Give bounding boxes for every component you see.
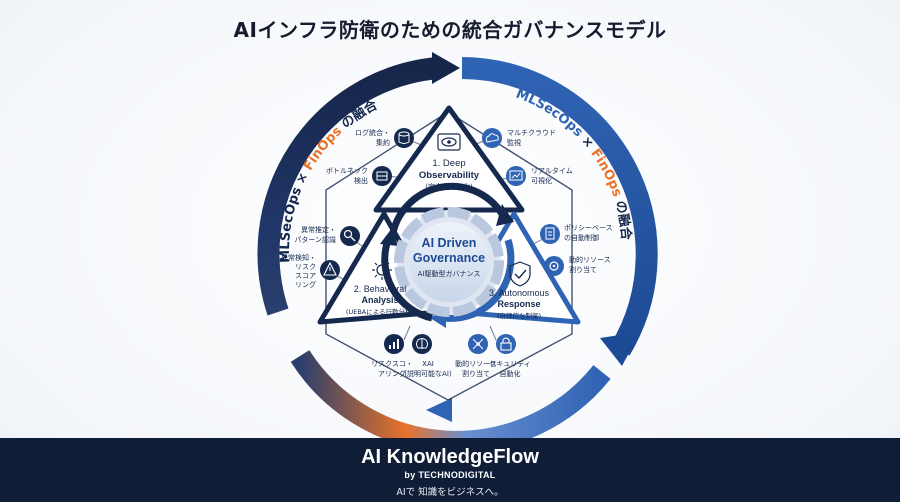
satellite-labels: ログ統合・ 集約 ボトルネック 検出 マルチクラウド 監視 リアルタイム 可視化… [281,128,613,378]
arc-bottom [290,350,611,438]
label-risk-left-3: スコア [295,272,316,280]
database-icon [394,128,414,148]
label-dyn-right-1: 動的リソース [569,255,611,264]
label-log-2: 集約 [376,138,390,147]
eye-icon [437,133,461,151]
svg-text:Observability: Observability [419,170,480,181]
label-risk-bottom-2: アリング [378,369,406,378]
center-sub: AI駆動型ガバナンス [418,269,481,278]
label-risk-left-1: 異常検知・ [281,253,316,262]
monitor-chart-icon [506,166,526,186]
analysis-icon [372,260,392,280]
inner-cycle [380,182,515,328]
cloud-icon [482,128,502,148]
arc-top-left [257,57,439,316]
satellite-icons [320,128,564,354]
resource-gear-icon [544,256,564,276]
bottleneck-icon [372,166,392,186]
arc-arrow-bottom [426,398,452,422]
label-bottleneck-1: ボトルネック [326,167,368,175]
outer-cycle [257,52,658,438]
magnifier-icon [340,226,360,246]
label-risk-left-4: リング [295,280,316,289]
label-anomaly-est-2: パターン認識 [294,235,336,244]
svg-text:Analysis: Analysis [361,295,398,305]
shield-icon [509,261,531,287]
svg-text:Response: Response [497,299,540,309]
network-icon [468,334,488,354]
label-xai-1: XAI [422,360,434,368]
brain-icon [412,334,432,354]
label-security-1: セキュリティ [489,360,531,368]
brand-name: AI KnowledgeFlow [361,446,539,468]
arc-arrow-top-left [432,52,460,84]
svg-text:(完全な可視化): (完全な可視化) [425,182,473,191]
label-bottleneck-2: 検出 [354,176,368,185]
label-xai-2: (説明可能なAI) [404,369,452,378]
center-hub: AI Driven Governance AI駆動型ガバナンス [394,207,504,317]
label-policy-2: の自動制御 [564,233,599,242]
lock-icon [496,334,516,354]
hexagon-frame [325,111,573,401]
label-dyn-bottom-2: 割り当て [462,369,490,378]
label-realtime-1: リアルタイム [531,166,573,175]
label-policy-1: ポリシーベース [564,224,613,232]
label-security-2: 自動化 [500,369,521,378]
footer-bar [0,438,900,502]
governance-diagram: MLSecOps × FinOps の融合 MLSecOps × FinOps … [257,52,658,438]
brand-tagline: AIで 知識をビジネスへ。 [396,487,504,498]
label-anomaly-est-1: 異常推定・ [301,225,336,234]
warning-icon [320,260,340,280]
policy-document-icon [540,224,560,244]
label-multicloud-1: マルチクラウド [507,129,556,137]
svg-text:3. Autonomous: 3. Autonomous [489,288,550,298]
svg-text:1. Deep: 1. Deep [432,158,465,169]
label-dyn-bottom-1: 動的リソース [455,359,497,368]
center-line1: AI Driven [422,236,477,250]
label-log-1: ログ統合・ [355,128,390,137]
label-realtime-2: 可視化 [531,176,552,185]
svg-text:(UEBAによる行動分析): (UEBAによる行動分析) [346,307,414,316]
label-risk-bottom-1: リスクスコ・ [371,360,413,368]
node-observability: 1. Deep Observability (完全な可視化) [419,133,480,191]
label-multicloud-2: 監視 [507,138,521,147]
risk-chart-icon [384,334,404,354]
arc-arrow-right [600,332,640,366]
brand-byline: by TECHNODIGITAL [404,470,496,480]
node-behavioral: 2. Behavioral Analysis (UEBAによる行動分析) [346,260,414,316]
svg-text:2. Behavioral: 2. Behavioral [354,284,407,294]
svg-text:(自律的な制御): (自律的な制御) [497,311,541,320]
arc-top-right [461,57,658,356]
node-autonomous: 3. Autonomous Response (自律的な制御) [489,261,550,320]
center-line2: Governance [413,251,485,265]
page-title: AIインフラ防衛のための統合ガバナンスモデル [233,18,667,42]
label-dyn-right-2: 割り当て [569,265,597,274]
label-risk-left-2: リスク [295,263,316,271]
